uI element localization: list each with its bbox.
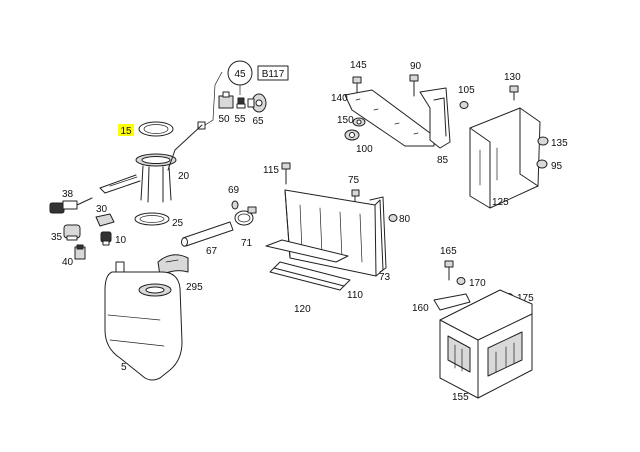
part-55-plug[interactable] [236, 97, 246, 109]
part-40-valve[interactable] [74, 244, 86, 260]
callout-15: 15 [120, 126, 132, 137]
callout-120: 120 [294, 304, 311, 315]
callout-145: 145 [350, 60, 367, 71]
part-38-valve[interactable] [49, 197, 93, 214]
part-105-washer[interactable] [459, 101, 469, 109]
callout-165: 165 [440, 246, 457, 257]
part-115-bolt[interactable] [281, 162, 291, 185]
part-160-clip[interactable] [433, 293, 471, 311]
part-25-strainer[interactable] [134, 212, 170, 226]
part-71-hose-clamp[interactable] [234, 206, 257, 226]
part-95-washer[interactable] [536, 159, 548, 169]
callout-95: 95 [551, 161, 563, 172]
part-35-cap[interactable] [63, 224, 81, 241]
part-110-strip[interactable] [265, 239, 349, 263]
callout-73: 73 [379, 272, 391, 283]
callout-105: 105 [458, 85, 475, 96]
part-15-ring[interactable] [138, 121, 174, 137]
callout-69: 69 [228, 185, 240, 196]
part-30-clip[interactable] [95, 213, 115, 227]
callout-90: 90 [410, 61, 422, 72]
callout-100: 100 [356, 144, 373, 155]
part-170-nut[interactable] [456, 277, 466, 285]
sensor-wire [204, 71, 223, 126]
callout-115: 115 [263, 165, 279, 176]
callout-15-highlight [118, 124, 134, 136]
part-155-housing[interactable] [439, 289, 533, 399]
callout-40: 40 [62, 257, 74, 268]
callout-85: 85 [437, 155, 449, 166]
callout-25: 25 [172, 218, 184, 229]
callout-80: 80 [399, 214, 411, 225]
callout-71: 71 [241, 238, 253, 249]
part-67-hose[interactable] [181, 221, 234, 247]
callout-110: 110 [347, 290, 363, 301]
callout-75: 75 [348, 175, 360, 186]
callout-65: 65 [252, 116, 264, 127]
part-100-washer[interactable] [344, 129, 360, 141]
callout-38: 38 [62, 189, 74, 200]
callout-30: 30 [96, 204, 108, 215]
part-140-bracket[interactable] [344, 89, 435, 147]
callout-125: 125 [492, 197, 509, 208]
callout-b117-group[interactable]: B117 [257, 65, 289, 81]
part-65-sender[interactable] [247, 93, 267, 113]
part-150-nut[interactable] [352, 117, 366, 127]
part-69-clamp[interactable] [231, 200, 239, 210]
callout-10: 10 [115, 235, 127, 246]
part-50-connector[interactable] [218, 91, 234, 109]
callout-155: 155 [452, 392, 469, 403]
callout-50: 50 [218, 114, 230, 125]
callout-160: 160 [412, 303, 429, 314]
callout-170: 170 [469, 278, 486, 289]
part-5-fuel-tank[interactable] [104, 261, 183, 381]
callout-20: 20 [178, 171, 190, 182]
part-145-bolt[interactable] [352, 76, 362, 96]
callout-67: 67 [206, 246, 218, 257]
part-125-bracket[interactable] [469, 107, 541, 209]
callout-175: 175 [517, 293, 534, 304]
callout-45-group[interactable]: 45 [227, 60, 253, 86]
callout-b117-box [257, 65, 289, 81]
part-73-carrier[interactable] [284, 189, 387, 277]
part-10-vent[interactable] [100, 231, 112, 246]
part-85-hanger[interactable] [419, 87, 451, 149]
callout-150: 150 [337, 115, 354, 126]
callout-35: 35 [51, 232, 63, 243]
part-165-bolt[interactable] [444, 260, 454, 281]
part-135-nut[interactable] [537, 136, 549, 146]
callout-295: 295 [186, 282, 203, 293]
callout-135: 135 [551, 138, 568, 149]
part-130-bolt[interactable] [509, 85, 519, 101]
callout-45: 45 [234, 69, 246, 80]
callout-5: 5 [121, 362, 127, 373]
part-20-sender-unit[interactable] [99, 124, 203, 203]
callout-b117: B117 [262, 69, 285, 80]
part-80-nut[interactable] [388, 214, 398, 222]
callout-15-group[interactable]: 15 [118, 124, 134, 137]
callout-55: 55 [234, 114, 246, 125]
part-120-strip[interactable] [269, 261, 351, 291]
callout-130: 130 [504, 72, 521, 83]
callout-140: 140 [331, 93, 348, 104]
part-90-bolt[interactable] [409, 74, 419, 97]
